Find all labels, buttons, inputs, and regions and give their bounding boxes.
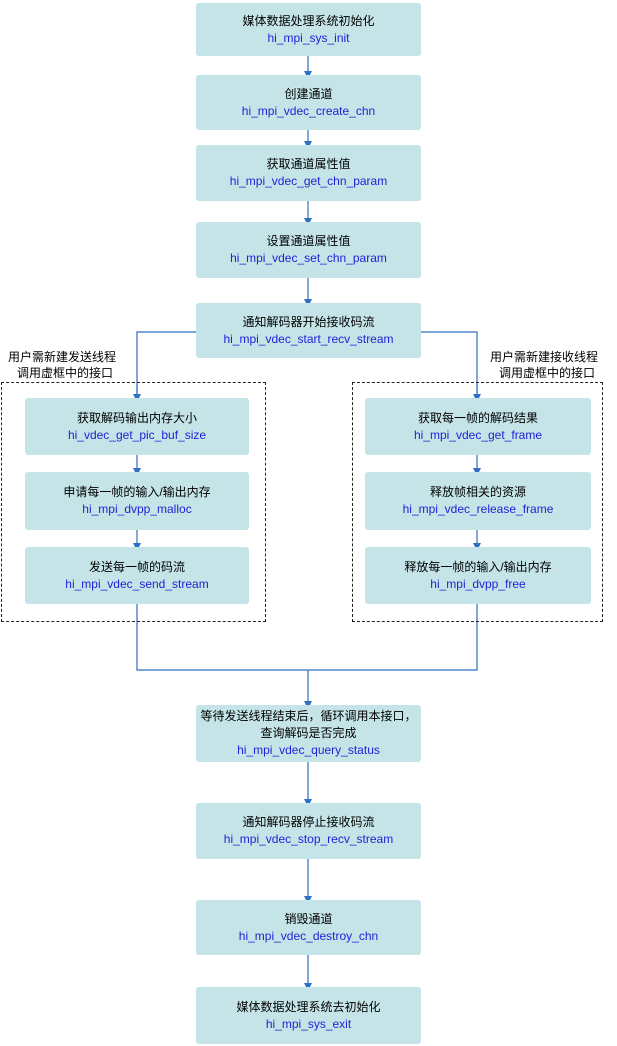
step-create-chn: 创建通道 hi_mpi_vdec_create_chn bbox=[196, 75, 421, 130]
step-title-line1: 等待发送线程结束后，循环调用本接口， bbox=[200, 709, 417, 723]
recv-thread-note-line1: 用户需新建接收线程 bbox=[490, 350, 599, 364]
step-title: 申请每一帧的输入/输出内存 bbox=[63, 485, 211, 499]
step-function: hi_mpi_vdec_get_chn_param bbox=[229, 174, 388, 188]
step-sys-init: 媒体数据处理系统初始化 hi_mpi_sys_init bbox=[196, 3, 421, 56]
recv-thread-note: 用户需新建接收线程 调用虚框中的接口 bbox=[490, 349, 598, 381]
recv-thread-group bbox=[352, 382, 603, 622]
step-function: hi_mpi_vdec_destroy_chn bbox=[238, 928, 379, 943]
step-sys-exit: 媒体数据处理系统去初始化 hi_mpi_sys_exit bbox=[196, 987, 421, 1044]
arrow-start-to-send-thread bbox=[136, 331, 196, 398]
step-title: 获取每一帧的解码结果 bbox=[417, 410, 538, 425]
step-title: 销毁通道 bbox=[284, 911, 333, 926]
send-step-dvpp-malloc: 申请每一帧的输入/输出内存 hi_mpi_dvpp_malloc bbox=[25, 472, 249, 530]
step-function: hi_mpi_sys_exit bbox=[265, 1016, 352, 1031]
send-thread-note-line1: 用户需新建发送线程 bbox=[8, 350, 117, 364]
step-title: 释放每一帧的输入/输出内存 bbox=[404, 559, 552, 574]
step-function: hi_mpi_sys_init bbox=[267, 30, 350, 45]
step-title: 媒体数据处理系统初始化 bbox=[242, 13, 375, 28]
step-title: 通知解码器停止接收码流 bbox=[242, 815, 375, 829]
send-step-send-stream: 发送每一帧的码流 hi_mpi_vdec_send_stream bbox=[25, 547, 249, 604]
send-thread-group bbox=[1, 382, 266, 622]
step-query-status: 等待发送线程结束后，循环调用本接口， 查询解码是否完成 hi_mpi_vdec_… bbox=[196, 705, 421, 762]
step-function: hi_mpi_vdec_set_chn_param bbox=[230, 251, 387, 265]
recv-step-dvpp-free: 释放每一帧的输入/输出内存 hi_mpi_dvpp_free bbox=[365, 547, 591, 604]
send-thread-note-line2: 调用虚框中的接口 bbox=[17, 366, 114, 380]
step-title: 发送每一帧的码流 bbox=[88, 559, 185, 574]
step-title: 创建通道 bbox=[284, 86, 333, 101]
step-title: 设置通道属性值 bbox=[266, 234, 351, 248]
step-function: hi_mpi_vdec_start_recv_stream bbox=[223, 331, 394, 346]
step-stop-recv-stream: 通知解码器停止接收码流 hi_mpi_vdec_stop_recv_stream bbox=[196, 803, 421, 859]
recv-step-get-frame: 获取每一帧的解码结果 hi_mpi_vdec_get_frame bbox=[365, 398, 591, 455]
recv-thread-note-line2: 调用虚框中的接口 bbox=[499, 366, 596, 380]
step-get-chn-param: 获取通道属性值 hi_mpi_vdec_get_chn_param bbox=[196, 145, 421, 201]
recv-step-release-frame: 释放帧相关的资源 hi_mpi_vdec_release_frame bbox=[365, 472, 591, 530]
step-function: hi_vdec_get_pic_buf_size bbox=[67, 427, 207, 442]
step-function: hi_mpi_vdec_get_frame bbox=[413, 427, 543, 442]
step-title: 获取通道属性值 bbox=[266, 157, 351, 171]
arrow-start-to-recv-thread bbox=[421, 331, 478, 398]
send-thread-note: 用户需新建发送线程 调用虚框中的接口 bbox=[8, 349, 116, 381]
merge-recv-line bbox=[308, 604, 478, 671]
step-function: hi_mpi_vdec_send_stream bbox=[65, 576, 209, 591]
step-function: hi_mpi_vdec_create_chn bbox=[241, 103, 376, 118]
step-title: 获取解码输出内存大小 bbox=[76, 410, 197, 425]
merge-send-line bbox=[136, 604, 308, 671]
step-set-chn-param: 设置通道属性值 hi_mpi_vdec_set_chn_param bbox=[196, 222, 421, 278]
step-function: hi_mpi_vdec_query_status bbox=[237, 743, 380, 757]
step-function: hi_mpi_vdec_stop_recv_stream bbox=[223, 832, 394, 846]
step-title: 媒体数据处理系统去初始化 bbox=[236, 999, 381, 1014]
step-destroy-chn: 销毁通道 hi_mpi_vdec_destroy_chn bbox=[196, 900, 421, 955]
step-start-recv-stream: 通知解码器开始接收码流 hi_mpi_vdec_start_recv_strea… bbox=[196, 303, 421, 358]
step-function: hi_mpi_dvpp_free bbox=[430, 576, 526, 591]
step-function: hi_mpi_vdec_release_frame bbox=[402, 502, 554, 516]
step-title: 释放帧相关的资源 bbox=[429, 485, 526, 499]
step-title: 通知解码器开始接收码流 bbox=[242, 314, 375, 329]
step-title-line2: 查询解码是否完成 bbox=[260, 726, 357, 740]
send-step-get-pic-buf-size: 获取解码输出内存大小 hi_vdec_get_pic_buf_size bbox=[25, 398, 249, 455]
step-function: hi_mpi_dvpp_malloc bbox=[82, 502, 192, 516]
